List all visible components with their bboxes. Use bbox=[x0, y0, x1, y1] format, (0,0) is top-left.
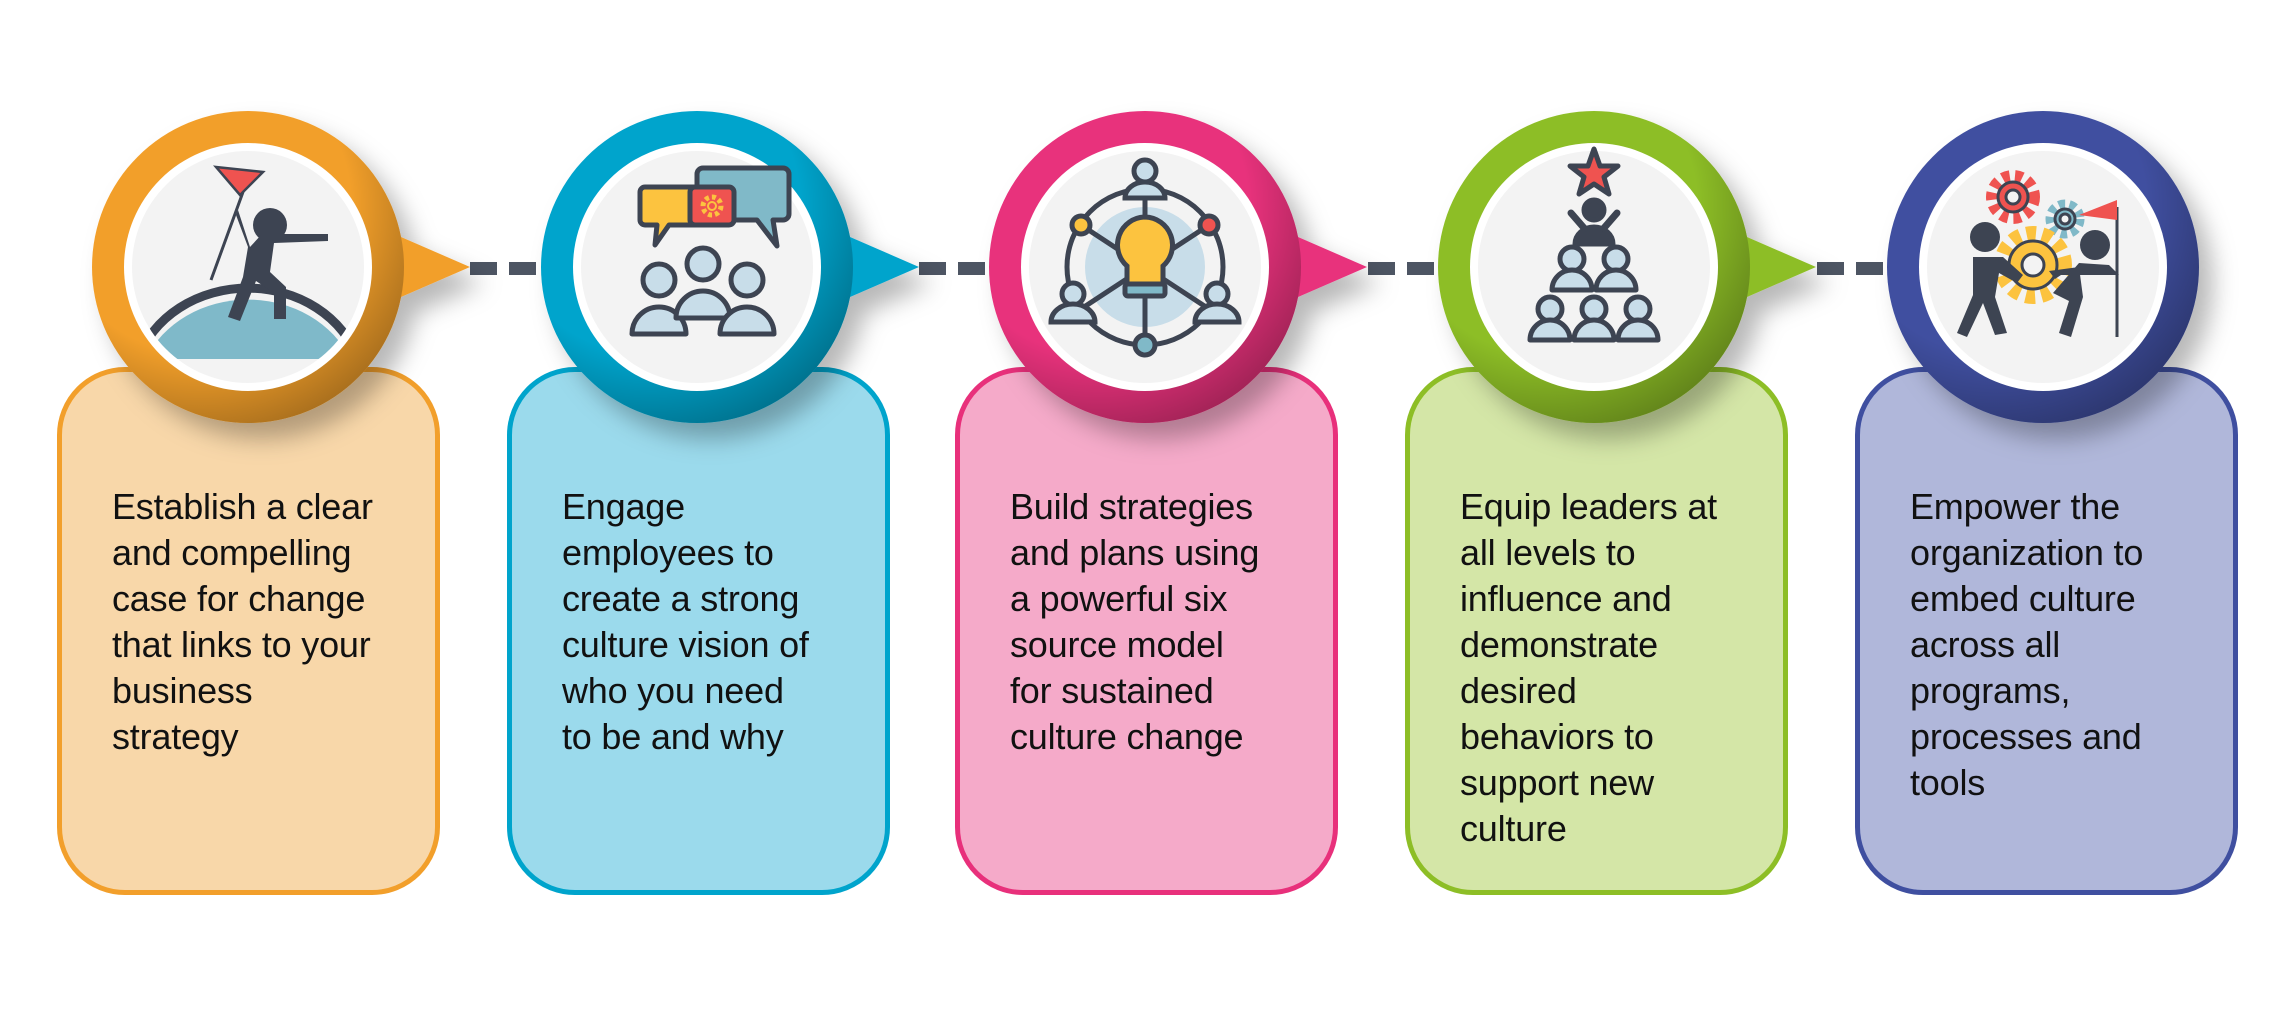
description-line: to be and why bbox=[562, 716, 784, 757]
description-line: and compelling bbox=[112, 532, 352, 573]
description-line: culture change bbox=[1010, 716, 1244, 757]
description-line: Engage bbox=[562, 486, 685, 527]
description-line: who you need bbox=[562, 670, 784, 711]
step-3-description: Build strategies and plans using a powerfu… bbox=[1010, 484, 1313, 760]
description-line: source model bbox=[1010, 624, 1224, 665]
description-line: a powerful six bbox=[1010, 578, 1228, 619]
step-4-description: Equip leaders at all levels to influence a… bbox=[1460, 484, 1763, 852]
description-line: embed culture bbox=[1910, 578, 2136, 619]
description-line: Build strategies bbox=[1010, 486, 1253, 527]
description-line: and plans using bbox=[1010, 532, 1260, 573]
description-line: Establish a clear bbox=[112, 486, 373, 527]
connector-dash bbox=[1817, 262, 1844, 275]
description-line: culture vision of bbox=[562, 624, 809, 665]
description-line: Empower the bbox=[1910, 486, 2120, 527]
connector-dash bbox=[958, 262, 985, 275]
step-badge-5 bbox=[1887, 111, 2199, 423]
description-line: demonstrate bbox=[1460, 624, 1658, 665]
lightbulb-network-icon bbox=[1048, 157, 1242, 358]
description-line: programs, bbox=[1910, 670, 2071, 711]
connector-dash bbox=[1407, 262, 1434, 275]
description-line: all levels to bbox=[1460, 532, 1636, 573]
description-line: organization to bbox=[1910, 532, 2144, 573]
step-card-1: Establish a clear and compelling case for … bbox=[57, 367, 440, 895]
step-badge-4 bbox=[1438, 111, 1816, 423]
step-1-description: Establish a clear and compelling case for … bbox=[112, 484, 415, 760]
step-card-4: Equip leaders at all levels to influence a… bbox=[1405, 367, 1788, 895]
connector-dash bbox=[919, 262, 946, 275]
description-line: across all bbox=[1910, 624, 2061, 665]
leader-flag-on-hill-icon bbox=[133, 165, 363, 361]
description-line: support new bbox=[1460, 762, 1654, 803]
description-line: Equip leaders at bbox=[1460, 486, 1717, 527]
team-discussion-gear-icon bbox=[629, 165, 792, 337]
description-line: processes and bbox=[1910, 716, 2142, 757]
step-badge-2 bbox=[541, 111, 919, 423]
connector-dash bbox=[1856, 262, 1883, 275]
description-line: culture bbox=[1460, 808, 1567, 849]
description-line: create a strong bbox=[562, 578, 800, 619]
description-line: employees to bbox=[562, 532, 774, 573]
step-card-3: Build strategies and plans using a powerfu… bbox=[955, 367, 1338, 895]
description-line: that links to your bbox=[112, 624, 371, 665]
description-line: tools bbox=[1910, 762, 1986, 803]
connector-dash bbox=[509, 262, 536, 275]
step-2-description: Engage employees to create a strong culture… bbox=[562, 484, 865, 760]
description-line: influence and bbox=[1460, 578, 1672, 619]
description-line: business bbox=[112, 670, 253, 711]
description-line: strategy bbox=[112, 716, 239, 757]
step-card-5: Empower the organization to embed culture a… bbox=[1855, 367, 2238, 895]
step-card-2: Engage employees to create a strong culture… bbox=[507, 367, 890, 895]
description-line: case for change bbox=[112, 578, 366, 619]
step-5-description: Empower the organization to embed culture a… bbox=[1910, 484, 2213, 806]
description-line: for sustained bbox=[1010, 670, 1214, 711]
description-line: behaviors to bbox=[1460, 716, 1654, 757]
description-line: desired bbox=[1460, 670, 1577, 711]
connector-dash bbox=[470, 262, 497, 275]
teamwork-gears-flag-icon bbox=[1957, 170, 2119, 337]
step-badge-3 bbox=[989, 111, 1367, 423]
leader-pyramid-star-icon bbox=[1527, 146, 1661, 343]
connector-dash bbox=[1368, 262, 1395, 275]
step-badge-1 bbox=[92, 111, 470, 423]
